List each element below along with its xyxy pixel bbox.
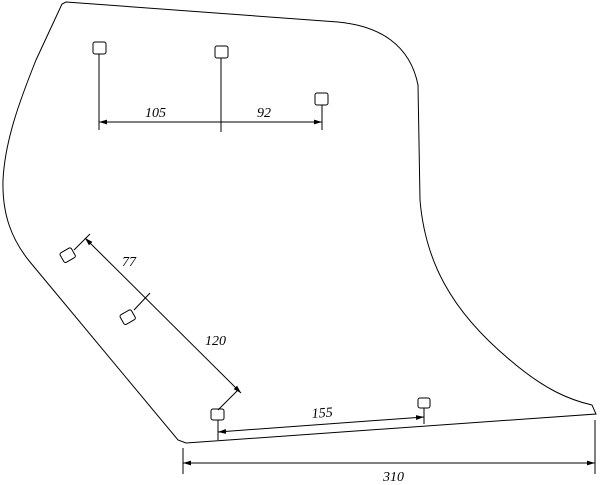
plate-outline [2, 1, 597, 444]
hole [314, 92, 329, 106]
hole [92, 41, 107, 55]
hole [119, 309, 136, 325]
dim-label-105: 105 [145, 106, 166, 121]
dim-label-120: 120 [205, 334, 226, 349]
hole [417, 397, 431, 409]
dimension-bottom-holes: 155 [217, 406, 425, 440]
hole [210, 408, 225, 421]
dimension-overall: 310 [182, 420, 596, 485]
dimension-diagonal: 77 120 [73, 233, 242, 411]
hole [59, 247, 76, 263]
dimension-top: 105 92 [98, 54, 323, 132]
dim-label-92: 92 [257, 106, 271, 121]
holes [59, 41, 431, 421]
dim-label-310: 310 [382, 470, 404, 485]
hole [214, 45, 229, 59]
dim-label-77: 77 [122, 255, 137, 270]
dim-label-155: 155 [311, 406, 333, 422]
